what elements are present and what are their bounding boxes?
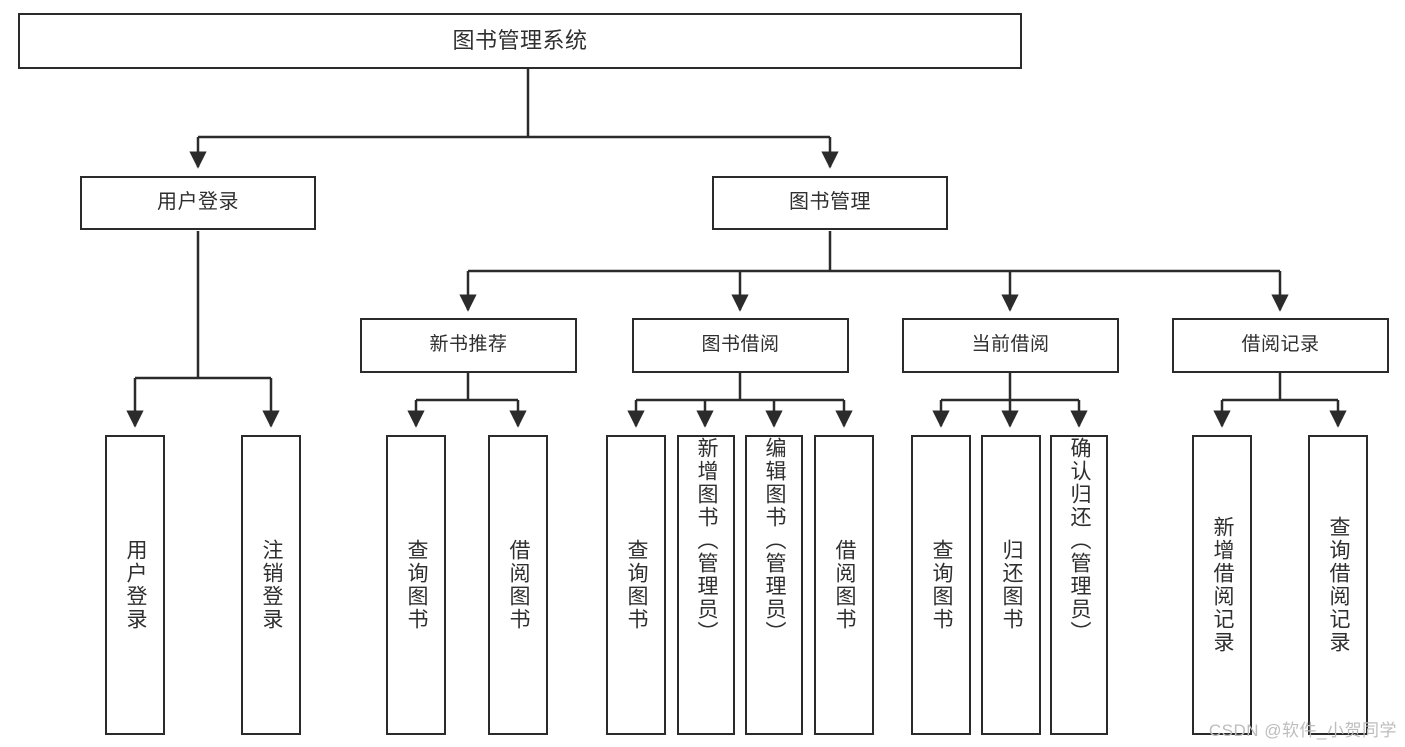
node-label: 新增借阅记录 xyxy=(1211,516,1235,654)
leaf-query-book-newrec[interactable]: 查询图书 xyxy=(386,435,446,735)
csdn-watermark: CSDN @软件_小贺同学 xyxy=(1208,721,1397,740)
node-label: 用户登录 xyxy=(124,539,148,631)
node-label: 图书管理系统 xyxy=(452,28,588,54)
node-user-login[interactable]: 用户登录 xyxy=(80,176,316,230)
node-label: 用户登录 xyxy=(157,191,239,214)
node-current-borrow[interactable]: 当前借阅 xyxy=(902,318,1119,373)
leaf-query-book-current[interactable]: 查询图书 xyxy=(911,435,971,735)
node-borrow-record[interactable]: 借阅记录 xyxy=(1172,318,1389,373)
node-label: 新书推荐 xyxy=(429,334,508,356)
leaf-edit-book-admin[interactable]: 编辑图书（管理员） xyxy=(745,435,803,735)
leaf-add-borrow-record[interactable]: 新增借阅记录 xyxy=(1192,435,1252,735)
node-root-system[interactable]: 图书管理系统 xyxy=(18,13,1022,69)
node-book-borrow[interactable]: 图书借阅 xyxy=(632,318,849,373)
leaf-borrow-book-newrec[interactable]: 借阅图书 xyxy=(488,435,548,735)
node-label: 当前借阅 xyxy=(971,334,1050,356)
node-label: 查询图书 xyxy=(930,539,954,631)
leaf-return-book[interactable]: 归还图书 xyxy=(981,435,1041,735)
node-label: 查询图书 xyxy=(625,539,649,631)
node-label: 查询借阅记录 xyxy=(1327,516,1351,654)
leaf-add-book-admin[interactable]: 新增图书（管理员） xyxy=(677,435,735,735)
node-label: 新增图书（管理员） xyxy=(695,437,719,644)
node-label: 图书管理 xyxy=(789,191,871,214)
node-label: 注销登录 xyxy=(260,539,284,631)
node-label: 编辑图书（管理员） xyxy=(763,437,787,644)
leaf-borrow-book[interactable]: 借阅图书 xyxy=(814,435,874,735)
leaf-user-login[interactable]: 用户登录 xyxy=(105,435,165,735)
node-label: 查询图书 xyxy=(405,539,429,631)
leaf-query-book-borrow[interactable]: 查询图书 xyxy=(606,435,666,735)
node-new-book-recommend[interactable]: 新书推荐 xyxy=(360,318,577,373)
node-book-management[interactable]: 图书管理 xyxy=(712,176,948,230)
node-label: 图书借阅 xyxy=(701,334,780,356)
node-label: 借阅记录 xyxy=(1241,334,1320,356)
leaf-logout[interactable]: 注销登录 xyxy=(241,435,301,735)
node-label: 借阅图书 xyxy=(507,539,531,631)
node-label: 归还图书 xyxy=(1000,539,1024,631)
node-label: 确认归还（管理员） xyxy=(1068,437,1092,644)
leaf-confirm-return-admin[interactable]: 确认归还（管理员） xyxy=(1050,435,1108,735)
node-label: 借阅图书 xyxy=(833,539,857,631)
leaf-query-borrow-record[interactable]: 查询借阅记录 xyxy=(1308,435,1368,735)
